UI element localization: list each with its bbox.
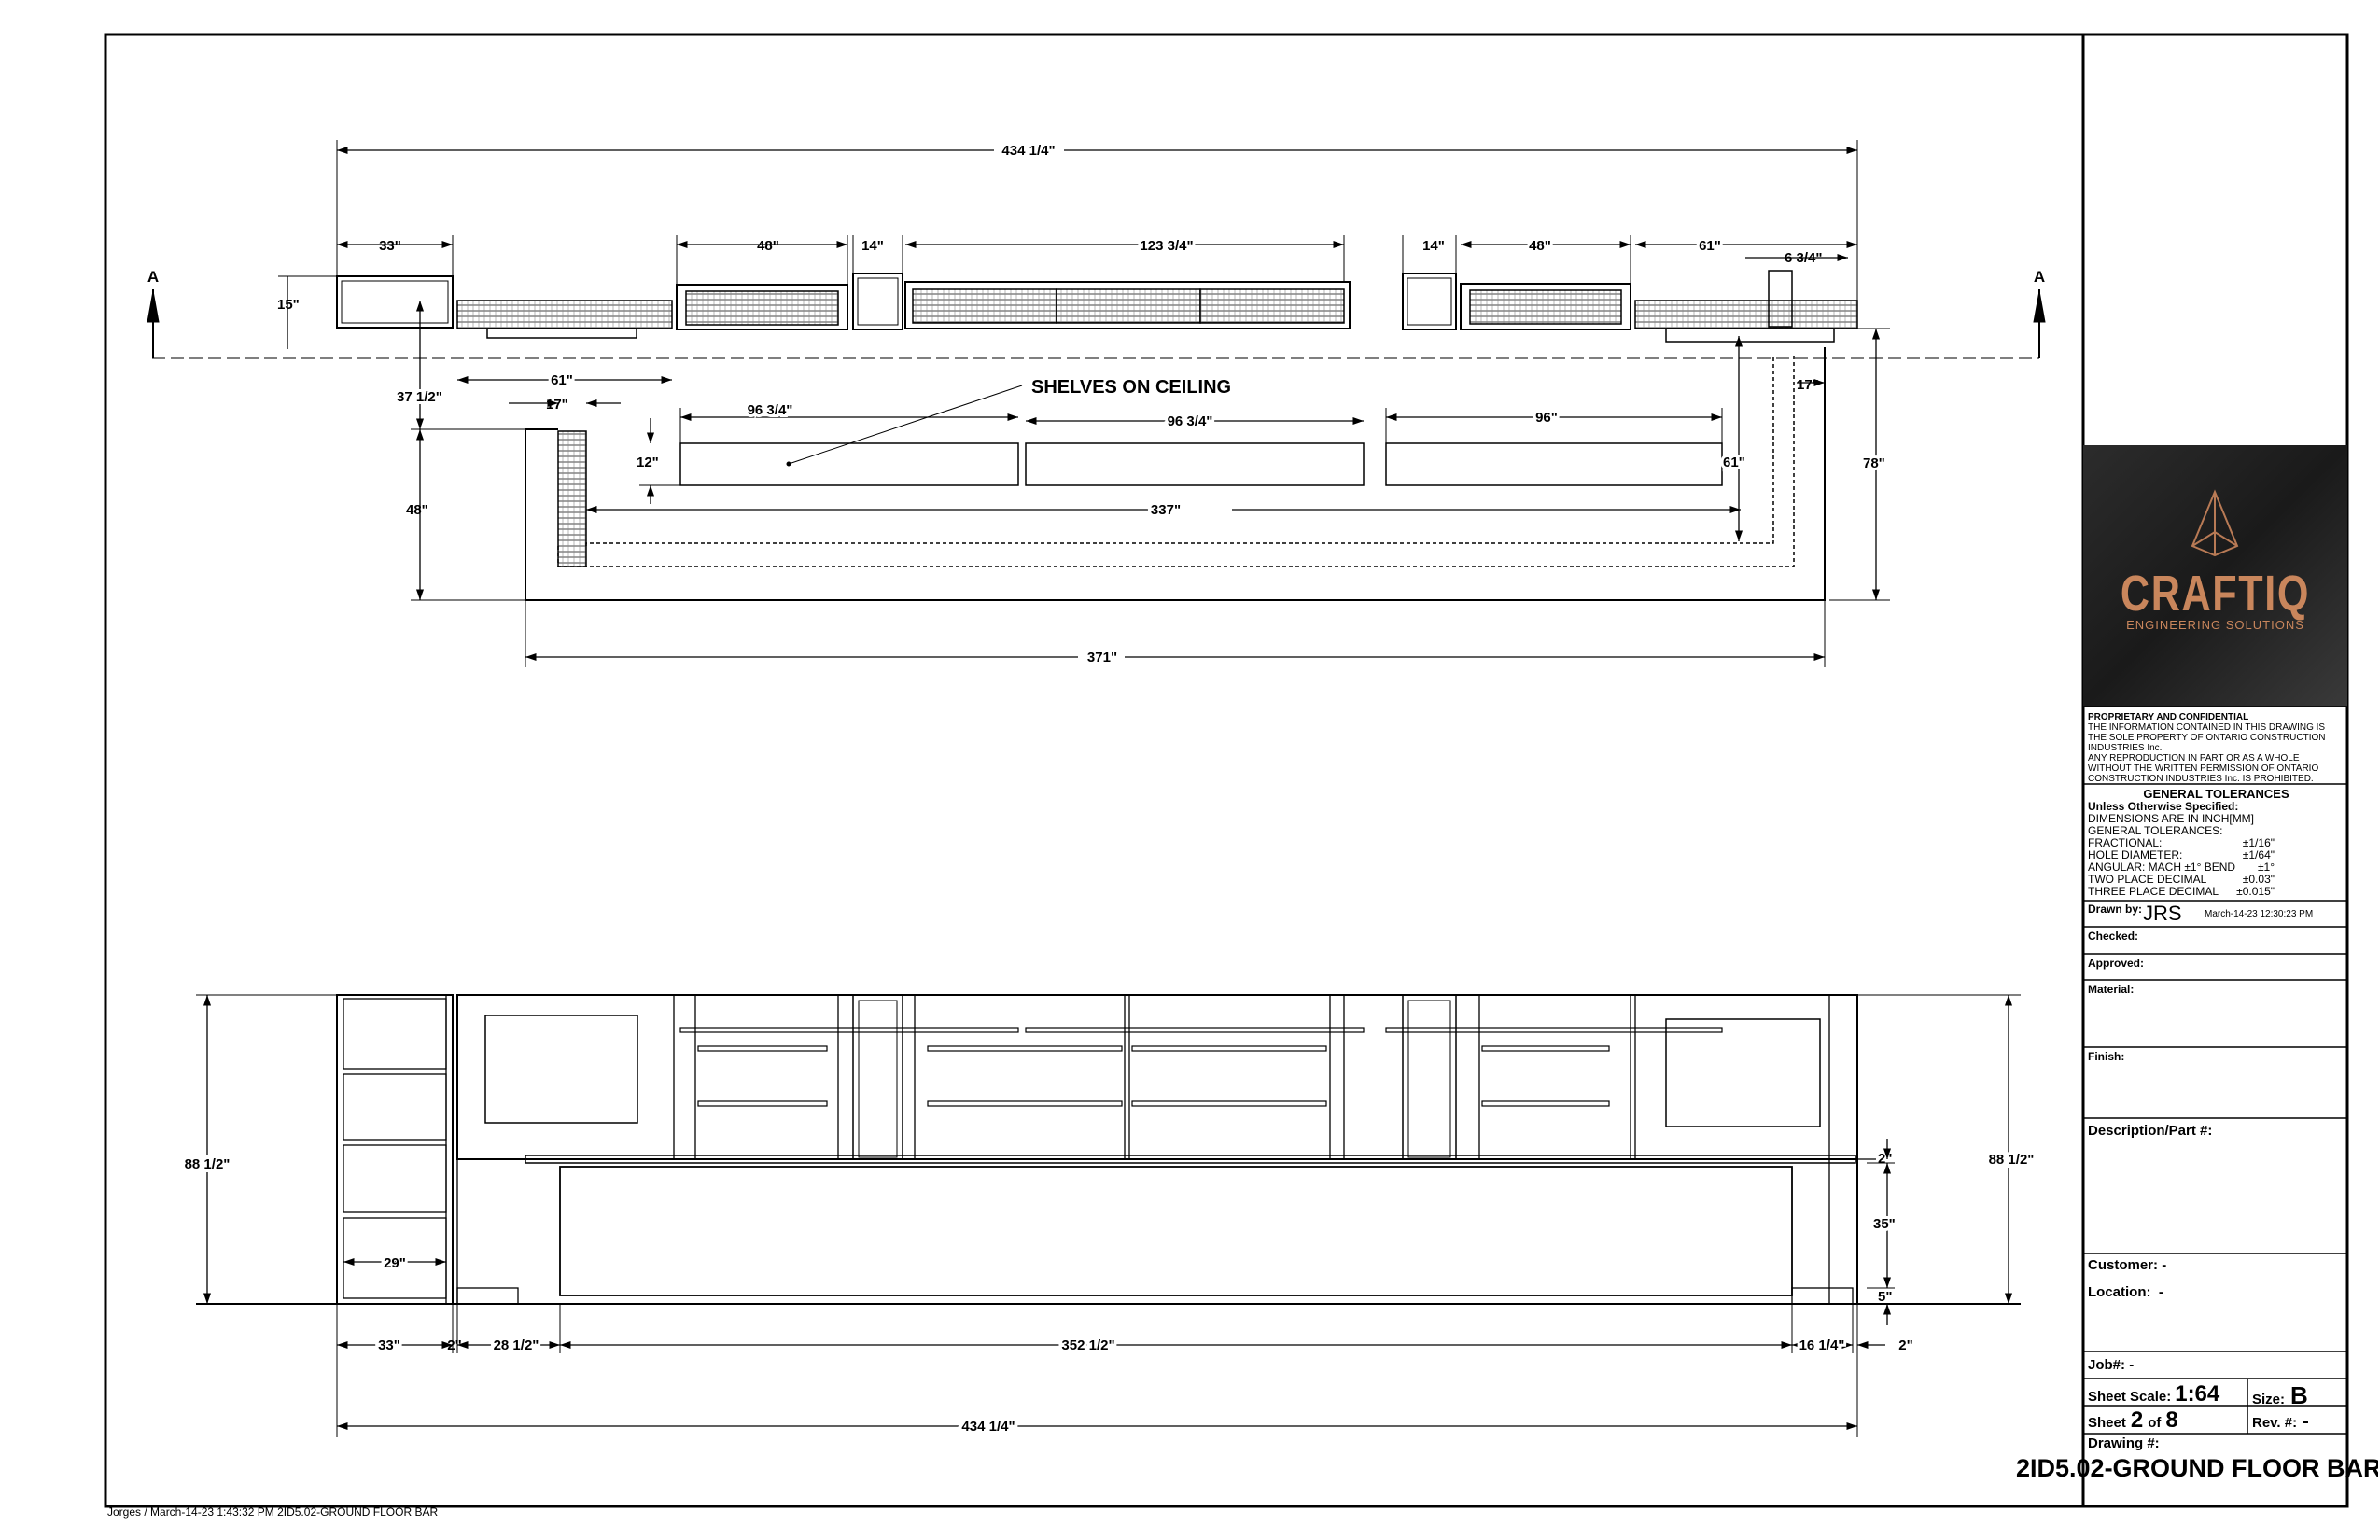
- dim-35: 35": [1873, 1216, 1896, 1232]
- elevation-dimension-labels: 88 1/2" 88 1/2" 29" 2" 35" 5" 33" 2" 28 …: [181, 1148, 2038, 1438]
- revision-value: -: [2303, 1411, 2309, 1432]
- dim-96b: 96 3/4": [1168, 413, 1213, 429]
- dim-48a: 48": [757, 238, 779, 254]
- dim-b33: 33": [378, 1337, 400, 1353]
- tolerances-title: GENERAL TOLERANCES: [2143, 787, 2289, 801]
- proprietary-line: THE SOLE PROPERTY OF ONTARIO CONSTRUCTIO…: [2088, 733, 2326, 743]
- proprietary-line: CONSTRUCTION INDUSTRIES Inc. IS PROHIBIT…: [2088, 774, 2314, 784]
- logo-wordmark: CRAFTIQ: [2120, 566, 2311, 622]
- dim-123: 123 3/4": [1140, 238, 1193, 254]
- tolerances-subtitle: Unless Otherwise Specified:: [2088, 800, 2239, 813]
- dim-337: 337": [1151, 502, 1181, 518]
- logo-tagline: ENGINEERING SOLUTIONS: [2126, 618, 2304, 632]
- dim-17a: 17": [546, 397, 568, 413]
- size-value: B: [2290, 1381, 2308, 1409]
- tolerance-row: DIMENSIONS ARE IN INCH[MM]: [2088, 812, 2255, 825]
- approved-label: Approved:: [2088, 957, 2144, 970]
- job-value: -: [2129, 1357, 2135, 1373]
- dim-14b: 14": [1422, 238, 1445, 254]
- material-label: Material:: [2088, 983, 2135, 996]
- dim-overall-top: 434 1/4": [1001, 143, 1055, 159]
- sheet-number-field: Sheet 2 of 8: [2088, 1407, 2178, 1433]
- plot-footer: Jorges / March-14-23 1:43:32 PM 2ID5.02-…: [107, 1505, 439, 1519]
- dim-96a: 96 3/4": [748, 402, 793, 418]
- dim-b352: 352 1/2": [1061, 1337, 1114, 1353]
- dim-6-34: 6 3/4": [1785, 250, 1822, 266]
- dim-48c: 48": [406, 502, 428, 518]
- location-field: Location: -: [2088, 1284, 2163, 1300]
- dim-14a: 14": [861, 238, 884, 254]
- proprietary-line: INDUSTRIES Inc.: [2088, 743, 2163, 753]
- dim-78: 78": [1863, 455, 1885, 471]
- dim-height-right: 88 1/2": [1989, 1152, 2035, 1168]
- dim-2-top: 2": [1878, 1151, 1892, 1167]
- dim-61b: 61": [551, 372, 573, 388]
- drawing-number-label: Drawing #:: [2088, 1435, 2160, 1451]
- tolerance-row: THREE PLACE DECIMAL±0.015": [2088, 885, 2275, 898]
- tolerance-row: HOLE DIAMETER:±1/64": [2088, 848, 2275, 861]
- sheet-number: 2: [2130, 1407, 2144, 1433]
- dim-61c: 61": [1723, 455, 1745, 470]
- general-tolerances: GENERAL TOLERANCES Unless Otherwise Spec…: [2088, 787, 2345, 898]
- description-label: Description/Part #:: [2088, 1123, 2213, 1139]
- dim-29: 29": [384, 1255, 406, 1271]
- proprietary-line: THE INFORMATION CONTAINED IN THIS DRAWIN…: [2088, 722, 2326, 733]
- dim-5: 5": [1878, 1289, 1892, 1305]
- section-marker-right: A: [2034, 268, 2045, 286]
- customer-value: -: [2162, 1257, 2167, 1273]
- dim-b28: 28 1/2": [494, 1337, 539, 1353]
- title-block-frame: [2083, 445, 2347, 1435]
- plan-view: [147, 140, 2046, 667]
- sheet-border: [104, 33, 2349, 1508]
- sheet-scale-field: Sheet Scale: 1:64: [2088, 1381, 2220, 1407]
- tolerance-row: FRACTIONAL:±1/16": [2088, 836, 2275, 849]
- dim-height-left: 88 1/2": [185, 1156, 231, 1172]
- drawn-by-value: JRS: [2143, 902, 2182, 925]
- drawn-date: March-14-23 12:30:23 PM: [2205, 909, 2314, 919]
- size-field: Size: B: [2252, 1381, 2308, 1409]
- job-field: Job#: -: [2088, 1357, 2135, 1373]
- section-marker-left: A: [147, 268, 159, 286]
- dim-96c: 96": [1535, 410, 1558, 426]
- proprietary-notice: PROPRIETARY AND CONFIDENTIAL THE INFORMA…: [2088, 712, 2345, 784]
- tolerance-row: TWO PLACE DECIMAL±0.03": [2088, 873, 2275, 886]
- dim-b2a: 2": [447, 1337, 461, 1353]
- dim-17b: 17": [1797, 377, 1819, 393]
- location-value: -: [2158, 1284, 2163, 1300]
- dim-33: 33": [379, 238, 401, 254]
- finish-label: Finish:: [2088, 1050, 2125, 1063]
- tolerance-row: ANGULAR: MACH ±1° BEND±1°: [2088, 861, 2275, 874]
- dim-48b: 48": [1529, 238, 1551, 254]
- proprietary-title: PROPRIETARY AND CONFIDENTIAL: [2088, 712, 2249, 722]
- elevation-view: [196, 994, 2021, 1437]
- proprietary-line: ANY REPRODUCTION IN PART OR AS A WHOLE: [2088, 753, 2300, 763]
- dim-37: 37 1/2": [397, 389, 442, 405]
- dim-b2b: 2": [1898, 1337, 1912, 1353]
- drawing-number: 2ID5.02-GROUND FLOOR BAR: [2016, 1454, 2378, 1482]
- dim-overall-bottom: 434 1/4": [961, 1419, 1015, 1435]
- tolerance-row: GENERAL TOLERANCES:: [2088, 824, 2223, 837]
- drawn-by-label: Drawn by:: [2088, 903, 2143, 916]
- plan-dimension-labels: 434 1/4" 33" 48" 14" 123 3/4" 14" 48" 61…: [147, 143, 2045, 665]
- revision-field: Rev. #: -: [2252, 1411, 2309, 1432]
- proprietary-line: WITHOUT THE WRITTEN PERMISSION OF ONTARI…: [2088, 763, 2319, 774]
- sheet-total: 8: [2165, 1407, 2178, 1433]
- logo-pyramid-icon: [2191, 489, 2239, 557]
- checked-label: Checked:: [2088, 930, 2139, 943]
- customer-field: Customer: -: [2088, 1257, 2167, 1273]
- dim-61a: 61": [1699, 238, 1721, 254]
- note-shelves-on-ceiling: SHELVES ON CEILING: [1031, 377, 1231, 398]
- sheet-scale-value: 1:64: [2175, 1381, 2220, 1407]
- dim-b16: 16 1/4": [1799, 1337, 1845, 1353]
- logo-panel: [2083, 445, 2347, 707]
- dim-15: 15": [277, 297, 300, 313]
- dim-12: 12": [637, 455, 659, 470]
- dim-371: 371": [1087, 650, 1117, 665]
